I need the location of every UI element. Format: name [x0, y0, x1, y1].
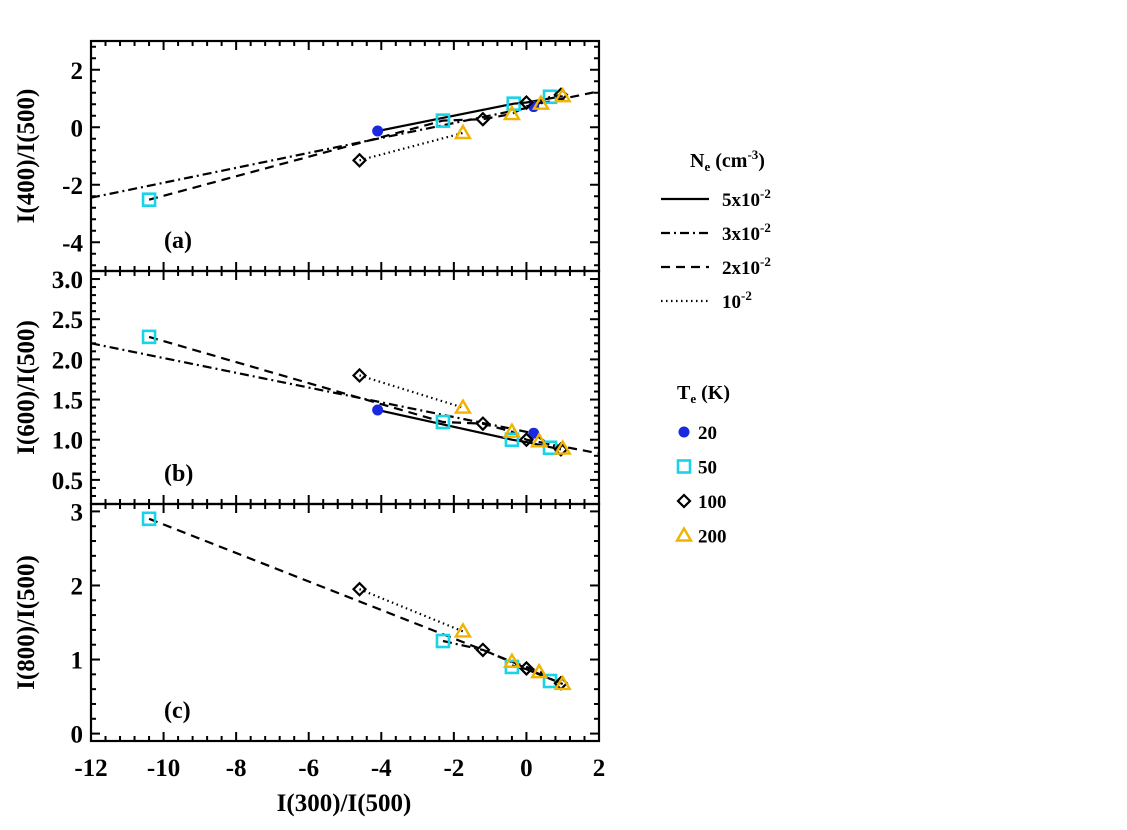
panel-c-markers [141, 511, 572, 691]
panel-c-label: (c) [164, 698, 191, 724]
legend-te-marker-50K [676, 459, 692, 474]
legend-ne-title: Ne (cm-3) [690, 147, 765, 174]
legend-ne: Ne (cm-3) 5x10-2 3x10-2 2x10-2 10-2 [661, 147, 771, 313]
legend-te-label-100K: 100 [698, 492, 727, 513]
panel-b-markers [141, 329, 572, 457]
panel-c: 0 1 2 3I(800)/I(500) (c) [13, 499, 601, 749]
panel-b-marker-200K [530, 431, 549, 448]
panel-c-marker-200K [530, 662, 549, 679]
panel-b-ytick-label: 1.0 [52, 428, 83, 455]
legend-te-label-20K: 20 [698, 423, 717, 444]
panel-c-ytick-label: 1 [71, 648, 84, 675]
panel-a-label: (a) [164, 228, 192, 254]
legend-te-title: Te (K) [677, 382, 730, 406]
x-tick-label: 0 [520, 755, 533, 782]
panel-c-series [148, 517, 564, 686]
legend-ne-label-2x10-2: 2x10-2 [722, 254, 771, 279]
panel-c-series-10-2 [359, 588, 464, 633]
legend-te-marker-20K [678, 426, 690, 438]
x-tick-label: -10 [147, 755, 180, 782]
panel-a-marker-50K [435, 113, 451, 128]
legend-ne-label-3x10-2: 3x10-2 [722, 220, 771, 245]
panel-a-series-10-2 [359, 131, 464, 162]
x-tick-label: -2 [443, 755, 464, 782]
panel-a-series [91, 90, 599, 201]
panel-b-ytick-label: 2.5 [52, 307, 83, 334]
panel-a-marker-200K [453, 123, 473, 140]
panel-a-ytick-label: -4 [62, 230, 83, 257]
panel-a-marker-50K [141, 192, 157, 207]
panel-b-marker-100K [351, 367, 368, 384]
panel-b-marker-100K [475, 416, 491, 432]
panel-c-ytick-label: 0 [71, 722, 84, 749]
panel-a-marker-200K [531, 94, 551, 110]
panel-a-series-3x10-2 [91, 93, 562, 199]
panel-a-ylabel: I(400)/I(500) [13, 89, 40, 224]
panel-c-ylabel: I(800)/I(500) [13, 555, 40, 690]
x-tick-label: -12 [74, 755, 107, 782]
panel-b-marker-50K [504, 432, 520, 448]
x-axis-title: I(300)/I(500) [277, 790, 412, 817]
panel-c-marker-200K [553, 674, 572, 691]
panel-b-marker-200K [453, 398, 473, 414]
x-tick-label: 2 [593, 755, 606, 782]
panel-c-marker-50K [435, 633, 451, 649]
panel-b-marker-20K [372, 404, 384, 416]
panel-c-ytick-label: 3 [71, 499, 84, 526]
panel-b-marker-100K [518, 432, 534, 448]
panel-a-marker-200K [502, 104, 522, 121]
panel-c-marker-100K [351, 581, 368, 597]
x-tick-label: -6 [298, 755, 319, 782]
panel-a: -4 -2 0 2I(400)/I(500) (a) [13, 39, 601, 273]
panel-b-marker-200K [502, 422, 522, 438]
panel-c-ytick-label: 2 [71, 573, 84, 600]
panel-b-series-2x10-2 [148, 335, 599, 455]
panel-a-marker-100K [518, 94, 534, 111]
panel-a-marker-100K [475, 111, 491, 127]
panel-a-marker-20K [372, 125, 384, 137]
legend-ne-label-5x10-2: 5x10-2 [722, 186, 771, 211]
panel-c-series-2x10-2 [148, 517, 551, 682]
panel-b-ytick-label: 3.0 [52, 267, 83, 294]
panel-b-ytick-label: 1.5 [52, 388, 83, 415]
panel-a-ytick-label: 2 [71, 58, 84, 85]
panels: -4-202I(400)/I(500)(a)0.51.01.52.02.53.0… [13, 39, 601, 749]
legend-te: Te (K) 20 50 100 200 [674, 382, 730, 548]
panel-b-marker-200K [553, 439, 572, 455]
panel-b-ytick-label: 0.5 [52, 468, 83, 495]
panel-a-markers [141, 86, 572, 207]
panel-c-marker-100K [518, 660, 534, 676]
panel-b-label: (b) [164, 461, 193, 487]
panel-a-marker-100K [351, 152, 368, 168]
panel-c-marker-50K [141, 511, 157, 527]
legend-ne-label-10-2: 10-2 [722, 288, 752, 313]
panel-b-series-3x10-2 [91, 342, 562, 449]
legend-te-label-50K: 50 [698, 458, 717, 479]
panel-b-ytick-label: 2.0 [52, 347, 83, 374]
panel-b-ylabel: I(600)/I(500) [13, 320, 40, 455]
panel-b-marker-50K [141, 329, 157, 345]
x-tick-labels: -12 -10 -8 -6 -4 -2 0 2 [74, 755, 605, 782]
x-tick-label: -8 [226, 755, 247, 782]
panel-b: 0.5 1.0 1.5 2.0 2.5 3.0I(600)/I(500) (b) [13, 267, 601, 506]
panel-b-marker-20K [528, 427, 540, 439]
panel-c-marker-200K [453, 622, 473, 638]
legend-te-marker-200K [674, 526, 694, 542]
panel-c-marker-100K [475, 642, 491, 658]
legend-te-label-200K: 200 [698, 527, 727, 548]
panel-b-marker-50K [435, 414, 451, 430]
legend-te-items: 20 50 100 200 [674, 423, 727, 548]
panel-c-frame [89, 502, 601, 743]
panel-b-series-10-2 [359, 374, 464, 409]
panel-a-ytick-label: 0 [71, 115, 84, 142]
x-axis: -12 -10 -8 -6 -4 -2 0 2 I(300)/I(500) [74, 755, 605, 817]
legend-ne-items: 5x10-2 3x10-2 2x10-2 10-2 [661, 186, 771, 313]
panel-a-ytick-label: -2 [62, 173, 83, 200]
panel-a-marker-200K [553, 86, 572, 103]
legend-te-marker-100K [676, 493, 692, 509]
x-tick-label: -4 [371, 755, 392, 782]
panel-c-marker-200K [502, 652, 522, 668]
